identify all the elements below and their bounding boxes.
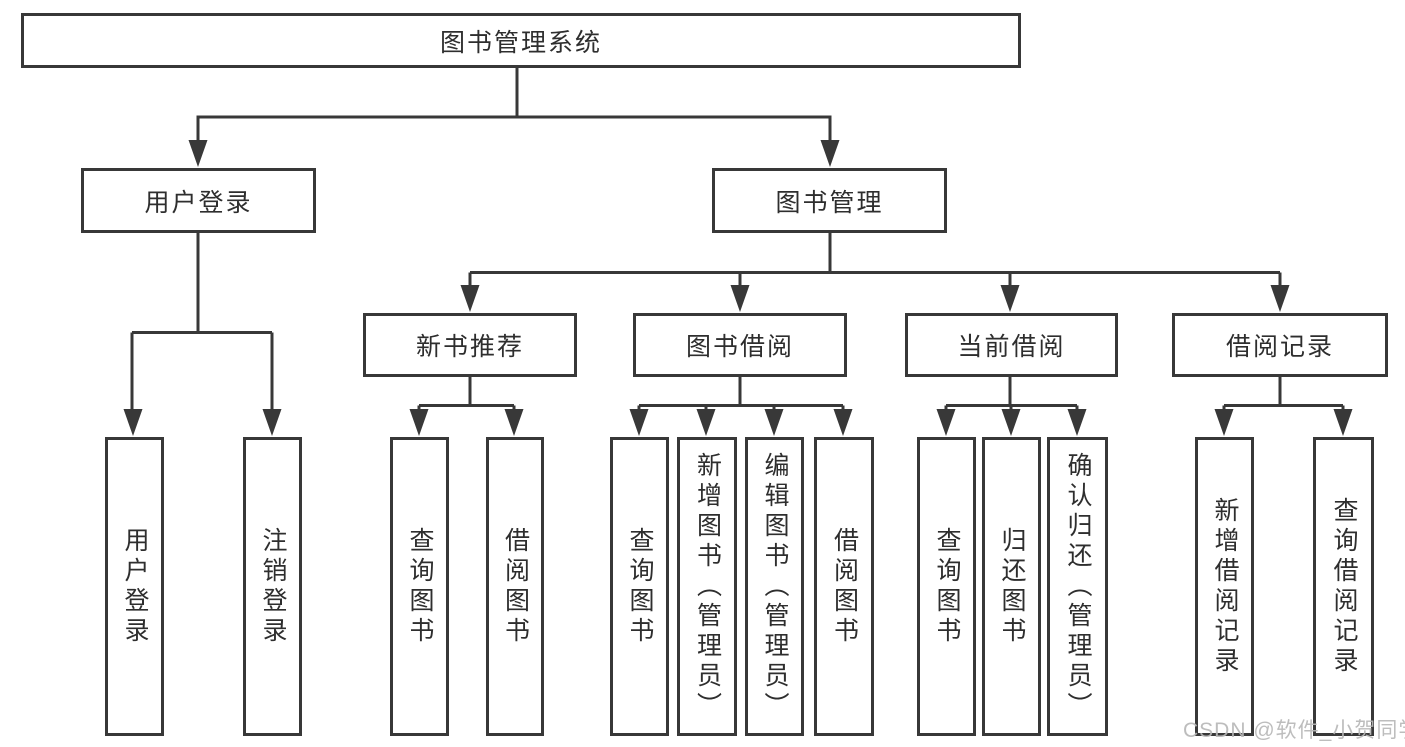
node-library-system: 图书管理系统 [21, 13, 1021, 68]
leaf-add-books-admin: 新增图书（管理员） [677, 437, 737, 736]
node-new-book-recommend-label: 新书推荐 [415, 333, 524, 361]
leaf-return-books-label: 归还图书 [998, 526, 1026, 647]
leaf-query-books-current-label: 查询图书 [933, 526, 961, 647]
leaf-add-borrow-record: 新增借阅记录 [1195, 437, 1254, 736]
node-book-borrowing-label: 图书借阅 [685, 333, 794, 361]
node-borrow-records: 借阅记录 [1172, 313, 1388, 377]
leaf-query-books-recommend: 查询图书 [390, 437, 449, 736]
leaf-query-books-borrowing-label: 查询图书 [626, 526, 654, 647]
leaf-return-books: 归还图书 [982, 437, 1041, 736]
leaf-query-books-borrowing: 查询图书 [610, 437, 669, 736]
leaf-query-borrow-record-label: 查询借阅记录 [1330, 496, 1358, 677]
leaf-confirm-return-admin-label: 确认归还（管理员） [1064, 451, 1092, 722]
leaf-borrow-books-recommend: 借阅图书 [486, 437, 544, 736]
node-book-management-label: 图书管理 [775, 188, 884, 217]
connector-path [130, 67, 1345, 412]
node-new-book-recommend: 新书推荐 [363, 313, 577, 377]
leaf-borrow-books-borrowing-label: 借阅图书 [830, 526, 859, 647]
node-user-login-label: 用户登录 [144, 188, 253, 217]
node-user-login: 用户登录 [81, 168, 316, 233]
node-current-borrowing: 当前借阅 [905, 313, 1118, 377]
node-library-system-label: 图书管理系统 [439, 28, 602, 57]
leaf-confirm-return-admin: 确认归还（管理员） [1047, 437, 1108, 736]
leaf-query-borrow-record: 查询借阅记录 [1313, 437, 1374, 736]
leaf-borrow-books-recommend-label: 借阅图书 [501, 526, 530, 647]
leaf-logout-login: 注销登录 [243, 437, 302, 736]
leaf-add-borrow-record-label: 新增借阅记录 [1211, 496, 1239, 677]
leaf-edit-books-admin: 编辑图书（管理员） [745, 437, 804, 736]
leaf-user-login-label: 用户登录 [121, 526, 149, 647]
leaf-add-books-admin-label: 新增图书（管理员） [693, 451, 722, 722]
leaf-query-books-recommend-label: 查询图书 [406, 526, 434, 647]
leaf-edit-books-admin-label: 编辑图书（管理员） [761, 451, 789, 722]
node-book-management: 图书管理 [712, 168, 947, 233]
leaf-query-books-current: 查询图书 [917, 437, 976, 736]
node-current-borrowing-label: 当前借阅 [957, 333, 1066, 361]
leaf-user-login: 用户登录 [105, 437, 164, 736]
leaf-borrow-books-borrowing: 借阅图书 [814, 437, 874, 736]
node-borrow-records-label: 借阅记录 [1225, 333, 1334, 361]
leaf-logout-login-label: 注销登录 [259, 526, 287, 647]
arrowheads [123, 140, 1353, 436]
csdn-watermark: CSDN @软件_小贺同学 [1183, 719, 1405, 742]
node-book-borrowing: 图书借阅 [633, 313, 847, 377]
